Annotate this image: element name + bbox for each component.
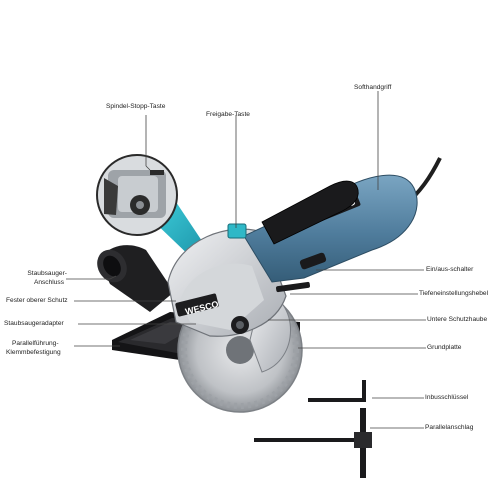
parallel-guide — [254, 408, 372, 478]
label-onoff: Ein/aus-schalter — [426, 266, 474, 273]
soft-grip-handle — [261, 180, 359, 245]
label-dust-port-line1: Staubsauger- — [27, 270, 67, 277]
label-spindle-lock: Spindel-Stopp-Taste — [106, 103, 166, 110]
depth-lever — [276, 281, 310, 293]
label-upper-guard: Fester oberer Schutz — [6, 297, 68, 304]
label-hex-key: Inbusschlüssel — [425, 394, 469, 401]
label-depth-lever: Tiefeneinstellungshebel — [419, 290, 489, 297]
dust-port — [97, 245, 174, 312]
leader-lines — [66, 91, 426, 429]
label-parallel-clamp-line1: Parallelführung- — [12, 340, 59, 347]
label-dust-adapter: Staubsaugeradapter — [4, 320, 64, 327]
hex-key — [308, 380, 366, 402]
spindle-lock-inset — [96, 154, 212, 262]
release-button — [227, 223, 247, 239]
label-dust-port-line2: Anschluss — [33, 279, 64, 286]
label-parallel-clamp-line2: Klemmbefestigung — [6, 349, 61, 356]
label-soft-grip: Softhandgriff — [354, 84, 392, 91]
label-base-plate: Grundplatte — [427, 344, 462, 351]
onoff-switch — [299, 252, 327, 270]
label-parallel-guide: Parallelanschlag — [425, 424, 474, 431]
label-lower-guard: Untere Schutzhaube — [427, 316, 488, 323]
label-release: Freigabe-Taste — [206, 111, 250, 118]
